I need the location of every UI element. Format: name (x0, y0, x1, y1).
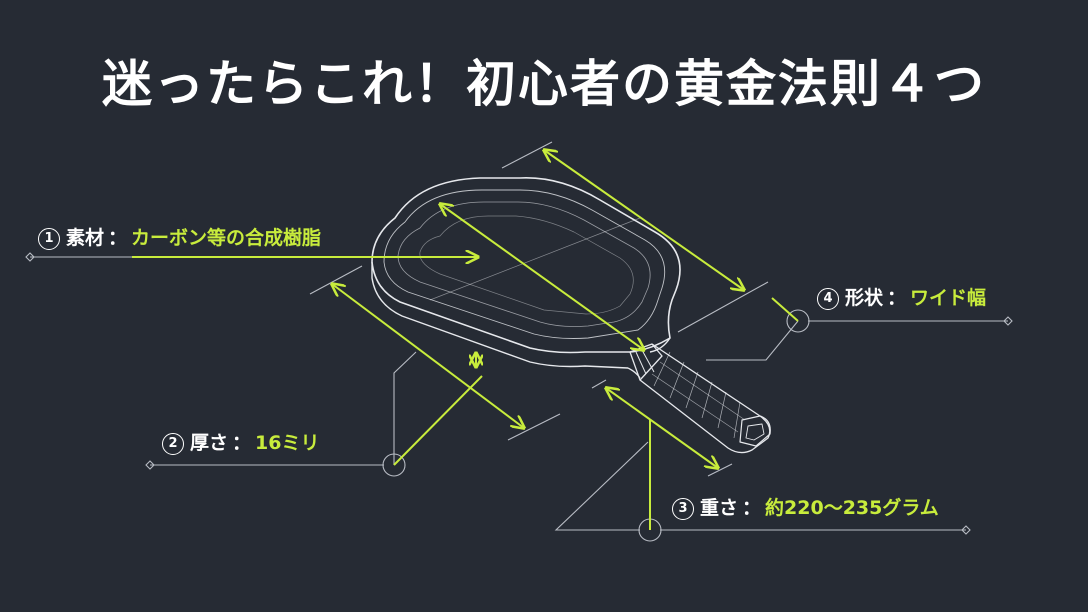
callout-separator: ： (887, 287, 907, 309)
callout-shape: 4 形状：ワイド幅 (817, 285, 986, 311)
callout-material: 1 素材：カーボン等の合成樹脂 (38, 225, 321, 251)
callout-key: 形状 (845, 287, 884, 309)
callout-thickness: 2 厚さ：16ミリ (162, 430, 319, 456)
number-badge: 4 (817, 288, 839, 310)
callout-value: 約220〜235グラム (765, 497, 939, 519)
leader-lines (25, 141, 1013, 542)
callout-separator: ： (742, 497, 762, 519)
callout-separator: ： (108, 227, 128, 249)
callout-value: カーボン等の合成樹脂 (131, 227, 322, 249)
dimension-arrows (132, 150, 799, 530)
callout-value: ワイド幅 (910, 287, 987, 309)
callout-separator: ： (232, 432, 252, 454)
callout-key: 厚さ (190, 432, 229, 454)
callout-key: 重さ (700, 497, 739, 519)
number-badge: 3 (672, 498, 694, 520)
callout-key: 素材 (66, 227, 105, 249)
callout-value: 16ミリ (255, 432, 320, 454)
number-badge: 2 (162, 433, 184, 455)
callout-weight: 3 重さ：約220〜235グラム (672, 495, 939, 521)
paddle-icon (371, 177, 771, 454)
number-badge: 1 (38, 228, 60, 250)
page-title: 迷ったらこれ！初心者の黄金法則４つ (102, 55, 986, 113)
